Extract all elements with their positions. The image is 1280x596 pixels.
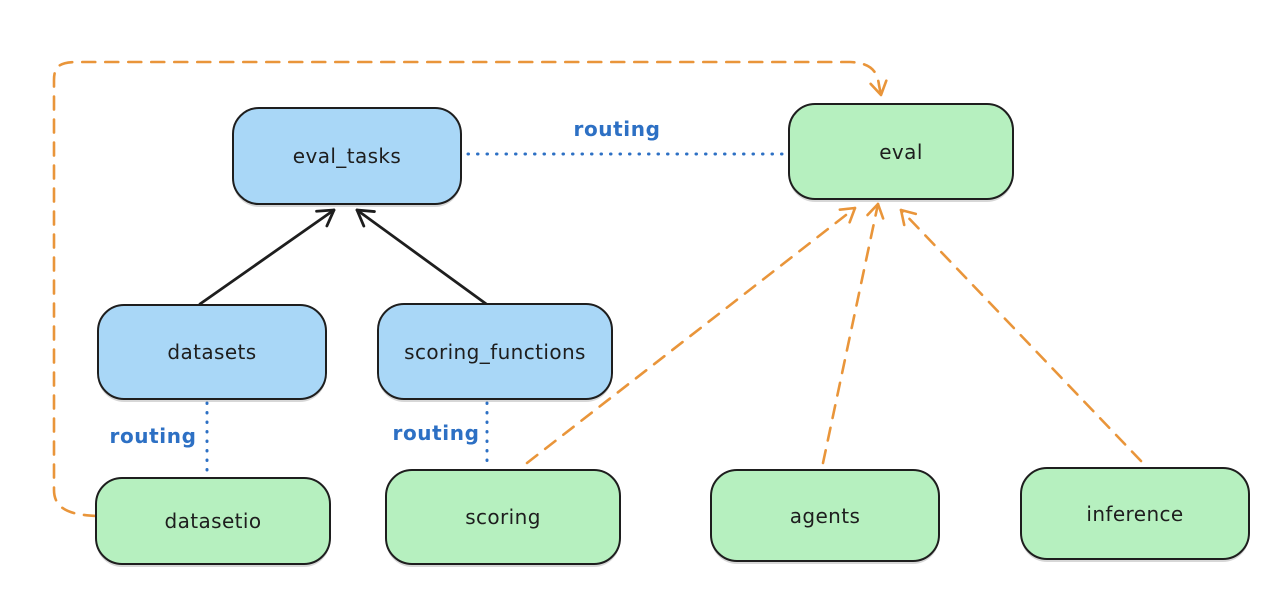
node-datasets-label: datasets xyxy=(167,340,257,364)
edge-scoring-to-eval xyxy=(525,206,857,465)
edge-label-routing-top: routing xyxy=(573,117,661,141)
node-eval-label: eval xyxy=(879,139,923,164)
node-eval-tasks-label: eval_tasks xyxy=(292,144,402,168)
edge-scoring-functions-to-eval-tasks xyxy=(355,208,491,308)
node-datasetio-label: datasetio xyxy=(164,509,262,533)
node-inference-label: inference xyxy=(1086,501,1184,526)
node-scoring-functions-label: scoring_functions xyxy=(404,339,586,364)
node-datasetio: datasetio xyxy=(95,477,331,565)
edge-label-routing-scoring: routing xyxy=(392,421,480,445)
node-scoring-label: scoring xyxy=(465,505,541,529)
edge-datasetio-to-eval xyxy=(52,60,888,518)
node-scoring: scoring xyxy=(385,469,621,565)
node-eval: eval xyxy=(788,103,1014,200)
edge-datasets-to-eval-tasks xyxy=(198,208,336,306)
edge-inference-to-eval xyxy=(899,208,1143,463)
node-agents: agents xyxy=(710,469,940,562)
edge-agents-to-eval xyxy=(821,202,885,465)
node-agents-label: agents xyxy=(789,503,861,528)
node-inference: inference xyxy=(1020,467,1250,560)
node-eval-tasks: eval_tasks xyxy=(232,107,462,205)
edge-label-routing-datasets: routing xyxy=(109,424,197,448)
node-scoring-functions: scoring_functions xyxy=(377,303,613,400)
node-datasets: datasets xyxy=(97,304,327,400)
